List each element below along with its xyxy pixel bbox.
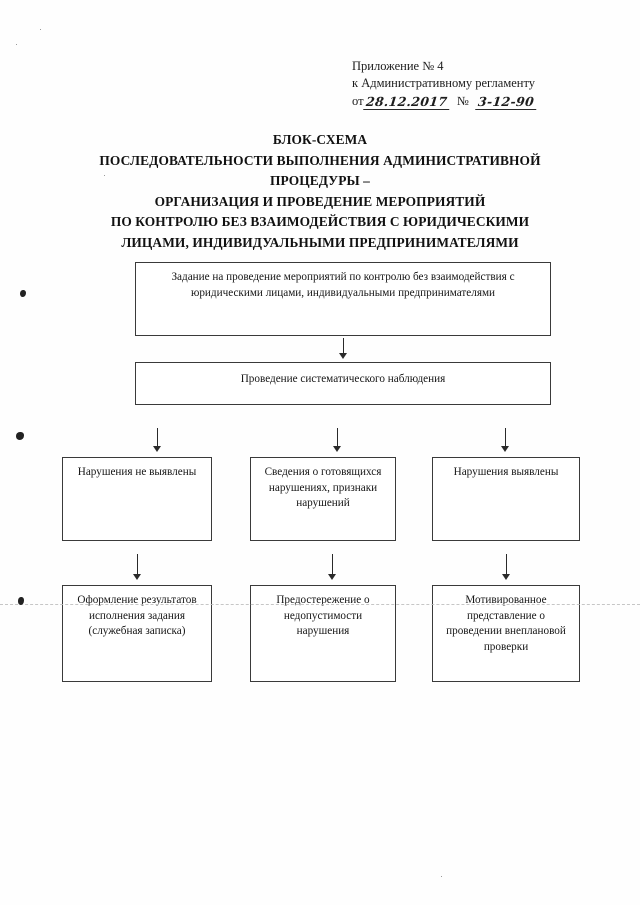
ink-speck bbox=[16, 432, 24, 440]
title-line-3: ПРОЦЕДУРЫ – bbox=[270, 173, 370, 188]
flowchart-box-no-violations: Нарушения не выявлены bbox=[62, 457, 212, 541]
title-line-6: ЛИЦАМИ, ИНДИВИДУАЛЬНЫМИ ПРЕДПРИНИМАТЕЛЯМ… bbox=[121, 234, 519, 250]
flowchart-box-information-label: Сведения о готовящихся нарушениях, призн… bbox=[264, 466, 382, 509]
scan-dot bbox=[104, 175, 105, 176]
flowchart-box-observation-label: Проведение систематического наблюдения bbox=[240, 373, 446, 385]
paper-fold-crease bbox=[0, 604, 640, 605]
number-label: № bbox=[456, 94, 469, 108]
arrow-no-violations-to-result bbox=[132, 554, 143, 582]
scan-dot bbox=[441, 876, 442, 877]
flowchart-box-violations-label: Нарушения выявлены bbox=[453, 466, 559, 478]
ink-speck bbox=[18, 597, 24, 605]
arrow-task-to-observation bbox=[338, 338, 349, 360]
title-line-1: БЛОК-СХЕМА bbox=[272, 132, 368, 147]
flowchart-box-warning-label: Предостережение о недопустимости нарушен… bbox=[276, 594, 370, 637]
appendix-number-line: Приложение № 4 bbox=[352, 59, 444, 73]
scan-dot bbox=[40, 29, 41, 30]
handwritten-date-value: 28.12.2017 bbox=[362, 94, 451, 110]
arrow-observation-to-information bbox=[332, 428, 343, 454]
flowchart-box-information: Сведения о готовящихся нарушениях, призн… bbox=[250, 457, 396, 541]
flowchart-box-motivated-submission-label: Мотивированное представление о проведени… bbox=[446, 594, 566, 653]
arrow-observation-to-violations bbox=[500, 428, 511, 454]
title-line-5: ПО КОНТРОЛЮ БЕЗ ВЗАИМОДЕЙСТВИЯ С ЮРИДИЧЕ… bbox=[110, 214, 530, 229]
arrow-information-to-warning bbox=[327, 554, 338, 582]
flowchart-box-task: Задание на проведение мероприятий по кон… bbox=[135, 262, 551, 336]
handwritten-number-value: 3-12-90 bbox=[475, 94, 538, 110]
appendix-header: Приложение № 4 к Административному регла… bbox=[352, 58, 622, 110]
flowchart-box-warning: Предостережение о недопустимости нарушен… bbox=[250, 585, 396, 682]
handwritten-date-number-row: от 28.12.2017 № 3-12-90 bbox=[352, 93, 622, 110]
flowchart-box-no-violations-label: Нарушения не выявлены bbox=[77, 466, 197, 478]
ink-speck bbox=[20, 290, 26, 297]
flowchart-box-task-label: Задание на проведение мероприятий по кон… bbox=[171, 271, 515, 299]
flowchart-box-motivated-submission: Мотивированное представление о проведени… bbox=[432, 585, 580, 682]
title-line-4: ОРГАНИЗАЦИЯ И ПРОВЕДЕНИЕ МЕРОПРИЯТИЙ bbox=[154, 193, 486, 209]
flowchart-box-result: Оформление результатов исполнения задани… bbox=[62, 585, 212, 682]
regulation-reference-line: к Административному регламенту bbox=[352, 76, 536, 90]
title-line-2: ПОСЛЕДОВАТЕЛЬНОСТИ ВЫПОЛНЕНИЯ АДМИНИСТРА… bbox=[99, 152, 541, 168]
page-title: БЛОК-СХЕМА ПОСЛЕДОВАТЕЛЬНОСТИ ВЫПОЛНЕНИЯ… bbox=[38, 130, 602, 253]
arrow-violations-to-motivated bbox=[501, 554, 512, 582]
scan-dot bbox=[16, 44, 17, 45]
date-label: от bbox=[352, 94, 364, 108]
flowchart-box-observation: Проведение систематического наблюдения bbox=[135, 362, 551, 405]
flowchart-box-result-label: Оформление результатов исполнения задани… bbox=[77, 594, 197, 637]
arrow-observation-to-no-violations bbox=[152, 428, 163, 454]
flowchart-box-violations: Нарушения выявлены bbox=[432, 457, 580, 541]
